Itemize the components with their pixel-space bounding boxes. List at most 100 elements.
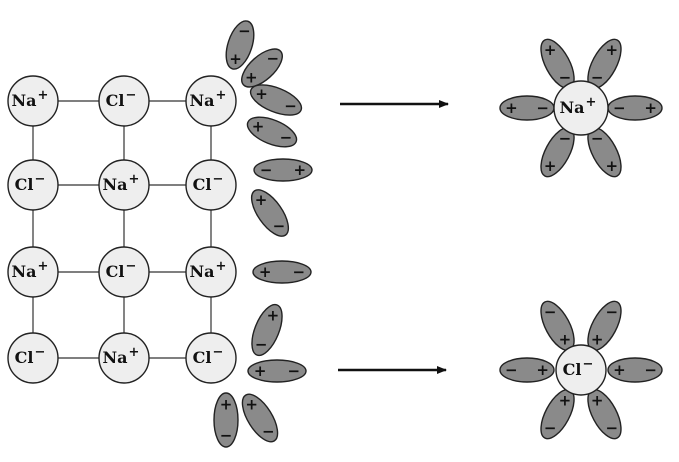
water-molecule: +− <box>587 38 622 90</box>
chloride-ion-sphere <box>7 159 59 211</box>
water-molecule-positive-end: + <box>544 41 557 59</box>
water-molecule: +− <box>587 300 622 352</box>
water-molecule-negative-end: − <box>255 336 268 354</box>
water-molecule-negative-end: − <box>591 69 604 87</box>
chloride-ion-symbol: Cl− <box>15 172 46 194</box>
sodium-ion-symbol: Na+ <box>12 88 49 110</box>
water-molecule-positive-end: + <box>254 362 267 380</box>
sodium-ion-symbol: Na+ <box>103 345 140 367</box>
nacl-crystal-lattice: Na+ Cl− Na+ Cl− Na+ Cl− Na+ Cl− Na+ Cl− Na+ Cl− <box>7 75 237 384</box>
water-molecule-negative-end: − <box>266 49 279 67</box>
water-molecule-body <box>246 116 298 148</box>
water-molecule-negative-end: − <box>544 303 557 321</box>
water-molecule: +− <box>540 388 575 440</box>
water-molecule-body <box>249 84 303 116</box>
chloride-ion: Cl− <box>7 159 59 211</box>
water-molecule-positive-end: + <box>267 306 280 324</box>
sodium-ion-sphere <box>98 332 150 384</box>
sodium-ion-symbol: Na+ <box>190 88 227 110</box>
chloride-ion: Cl− <box>98 75 150 127</box>
water-molecule-negative-end: − <box>606 419 619 437</box>
water-molecule-positive-end: + <box>544 157 557 175</box>
sodium-ion: Na+ <box>98 332 150 384</box>
chloride-ion: Cl− <box>185 332 237 384</box>
chloride-ion: Cl− <box>98 246 150 298</box>
water-molecule-negative-end: − <box>536 99 549 117</box>
water-molecule: +− <box>249 84 303 116</box>
water-molecule-positive-end: + <box>220 395 233 413</box>
water-molecule: +− <box>247 359 307 383</box>
water-molecule: +− <box>250 189 290 237</box>
water-molecule-positive-end: + <box>644 99 657 117</box>
sodium-ion: Na+ <box>553 80 609 136</box>
chloride-ion-sphere <box>7 332 59 384</box>
water-molecule-body <box>241 393 279 443</box>
sodium-ion-symbol: Na+ <box>190 259 227 281</box>
chloride-ion: Cl− <box>555 344 607 396</box>
chloride-ion-symbol: Cl− <box>106 88 137 110</box>
water-molecule-negative-end: − <box>220 427 233 445</box>
water-molecule-negative-end: − <box>238 22 251 40</box>
chloride-ion-symbol: Cl− <box>106 259 137 281</box>
water-molecule: +− <box>499 95 555 121</box>
water-molecule-negative-end: − <box>280 129 293 147</box>
water-molecule-negative-end: − <box>262 422 275 440</box>
water-molecule-positive-end: + <box>591 331 604 349</box>
sodium-ion-sphere <box>98 159 150 211</box>
sodium-ion: Na+ <box>185 75 237 127</box>
water-molecule-negative-end: − <box>613 99 626 117</box>
hydrated-sodium-ion: +−+−+−+−+−+−Na+ <box>499 38 663 178</box>
sodium-ion-sphere <box>185 75 237 127</box>
water-molecule-positive-end: + <box>591 391 604 409</box>
chloride-ion-symbol: Cl− <box>563 357 594 379</box>
water-molecule-body <box>607 357 663 383</box>
water-molecule-positive-end: + <box>606 157 619 175</box>
water-molecule-negative-end: − <box>273 217 286 235</box>
water-molecule-positive-end: + <box>536 361 549 379</box>
chloride-ion-sphere <box>98 75 150 127</box>
water-molecule: +− <box>587 126 622 178</box>
water-molecule-body <box>247 359 307 383</box>
attacking-water-molecules: +−+−+−+−+−+−+−+−+−+−+− <box>213 20 313 448</box>
water-molecule: +− <box>246 116 298 148</box>
water-molecule-body <box>252 260 312 284</box>
sodium-ion-sphere <box>7 246 59 298</box>
water-molecule-negative-end: − <box>644 361 657 379</box>
water-molecule-positive-end: + <box>252 117 265 135</box>
water-molecule: +− <box>251 303 283 357</box>
water-molecule: +− <box>587 388 622 440</box>
water-molecule-body <box>213 392 239 448</box>
water-molecule-negative-end: − <box>559 129 572 147</box>
chloride-ion: Cl− <box>185 159 237 211</box>
chloride-ion-symbol: Cl− <box>193 345 224 367</box>
chloride-ion-symbol: Cl− <box>15 345 46 367</box>
water-molecule-body <box>225 20 255 70</box>
sodium-ion: Na+ <box>98 159 150 211</box>
water-molecule-negative-end: − <box>293 263 306 281</box>
sodium-ion-sphere <box>553 80 609 136</box>
water-molecule-positive-end: + <box>606 41 619 59</box>
water-molecule-negative-end: − <box>505 361 518 379</box>
chloride-ion: Cl− <box>7 332 59 384</box>
water-molecule: +− <box>241 393 279 443</box>
sodium-ion-sphere <box>7 75 59 127</box>
water-molecule-positive-end: + <box>245 396 258 414</box>
reaction-arrows <box>338 100 449 374</box>
water-molecule-body <box>250 189 290 237</box>
water-molecule: +− <box>213 392 239 448</box>
water-molecule-body <box>251 303 283 357</box>
water-molecule-positive-end: + <box>245 69 258 87</box>
chloride-ion-symbol: Cl− <box>193 172 224 194</box>
water-molecule: +− <box>540 126 575 178</box>
water-molecule: +− <box>499 357 555 383</box>
sodium-ion-symbol: Na+ <box>103 172 140 194</box>
water-molecule-body <box>499 357 555 383</box>
water-molecule-negative-end: − <box>591 129 604 147</box>
water-molecule-positive-end: + <box>613 361 626 379</box>
water-molecule: +− <box>607 357 663 383</box>
sodium-ion: Na+ <box>7 75 59 127</box>
sodium-ion-symbol: Na+ <box>12 259 49 281</box>
water-molecule: +− <box>607 95 663 121</box>
water-molecule-positive-end: + <box>505 99 518 117</box>
water-molecule: +− <box>241 48 283 88</box>
